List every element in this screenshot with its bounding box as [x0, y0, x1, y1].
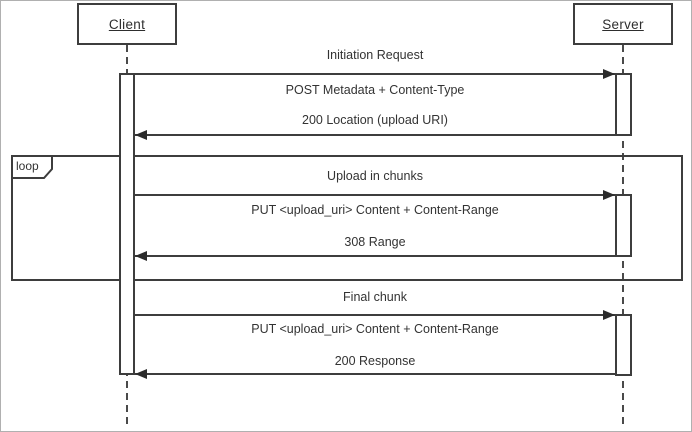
message-label-response: 200 Location (upload URI)	[302, 113, 448, 127]
section-title: Initiation Request	[326, 48, 424, 62]
arrowhead-right-icon	[603, 69, 615, 79]
actor-box-client: Client	[77, 3, 177, 45]
activation-bar-client	[119, 73, 135, 375]
actor-box-server: Server	[573, 3, 673, 45]
activation-bar-server-2	[615, 194, 632, 257]
message-label-response: 308 Range	[344, 235, 406, 249]
loop-operator-tag: loop	[11, 155, 53, 179]
loop-frame	[11, 155, 683, 281]
arrowhead-left-icon	[135, 251, 147, 261]
loop-pentagon-icon	[11, 155, 53, 179]
actor-label-client: Client	[108, 16, 146, 32]
message-label-response: 200 Response	[334, 354, 416, 368]
arrowhead-right-icon	[603, 190, 615, 200]
message-label-request: PUT <upload_uri> Content + Content-Range	[251, 322, 499, 336]
activation-bar-server-1	[615, 73, 632, 136]
message-line-request-2	[135, 194, 615, 196]
activation-bar-server-3	[615, 314, 632, 376]
arrowhead-left-icon	[135, 130, 147, 140]
section-title: Final chunk	[343, 290, 407, 304]
message-line-request-1	[135, 73, 615, 75]
actor-label-server: Server	[602, 16, 644, 32]
section-title: Upload in chunks	[327, 169, 423, 183]
message-line-response-2	[135, 255, 615, 257]
arrowhead-left-icon	[135, 369, 147, 379]
loop-operator-label: loop	[16, 159, 39, 173]
arrowhead-right-icon	[603, 310, 615, 320]
message-label-request: POST Metadata + Content-Type	[285, 83, 465, 97]
message-label-request: PUT <upload_uri> Content + Content-Range	[251, 203, 499, 217]
message-line-response-1	[135, 134, 615, 136]
message-line-request-3	[135, 314, 615, 316]
message-line-response-3	[135, 373, 615, 375]
